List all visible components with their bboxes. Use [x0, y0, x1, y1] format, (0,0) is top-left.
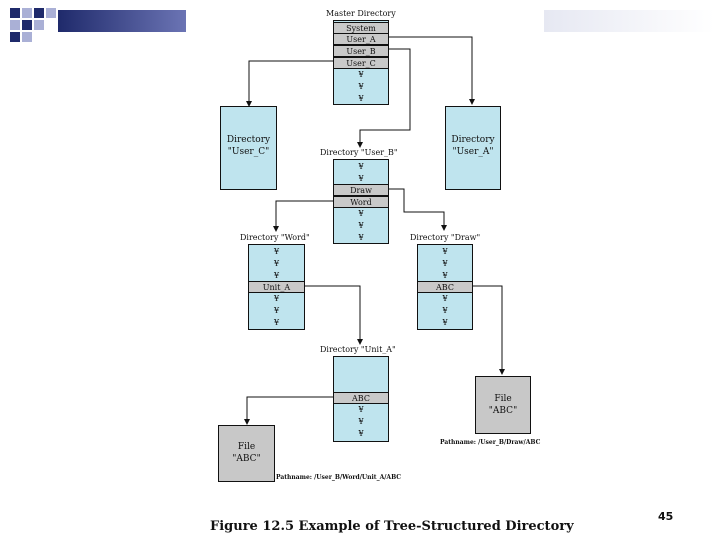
entry-unit-a: Unit_A: [249, 281, 304, 293]
deco-square: [46, 8, 56, 18]
ellipsis-mark: ¥: [273, 259, 280, 268]
arrow-user-b: [357, 48, 411, 148]
deco-square: [22, 8, 32, 18]
deco-square: [10, 8, 20, 18]
ellipsis-mark: ¥: [358, 70, 364, 79]
directory-user-b: ¥ ¥ Draw Word ¥ ¥ ¥: [333, 159, 389, 244]
ellipsis-mark: ¥: [442, 259, 448, 268]
entry-word: Word: [334, 196, 388, 208]
directory-unit-a: ABC ¥ ¥ ¥: [333, 356, 389, 442]
ellipsis-mark: ¥: [358, 405, 364, 414]
file-abc-unit-a: File "ABC": [218, 425, 275, 482]
ellipsis-mark: ¥: [442, 271, 448, 280]
entry-abc: ABC: [418, 281, 472, 293]
directory-label: Directory: [451, 135, 495, 145]
ellipsis-mark: ¥: [442, 294, 448, 303]
file-label: File: [237, 442, 256, 452]
ellipsis-mark: ¥: [358, 429, 364, 438]
ellipsis-mark: ¥: [358, 233, 364, 242]
entry-user-b: User_B: [334, 45, 388, 57]
deco-square: [34, 8, 44, 18]
ellipsis-mark: ¥: [358, 174, 364, 183]
directory-word-title: Directory "Word": [240, 233, 310, 242]
pathname-draw: Pathname: /User_B/Draw/ABC: [440, 439, 541, 446]
ellipsis-mark: ¥: [273, 306, 280, 315]
entry-user-c: User_C: [334, 57, 388, 69]
deco-square: [34, 20, 44, 30]
file-name: "ABC": [232, 454, 261, 464]
file-name: "ABC": [488, 406, 518, 416]
ellipsis-mark: ¥: [273, 294, 280, 303]
file-abc-draw: File "ABC": [475, 376, 531, 434]
deco-bar-left: [58, 10, 186, 32]
arrow-user-c: [246, 60, 334, 107]
directory-draw-title: Directory "Draw": [410, 233, 481, 242]
arrow-unit-a-abc: [244, 396, 333, 425]
master-directory: System User_A User_B User_C ¥ ¥ ¥: [333, 20, 389, 105]
ellipsis-mark: ¥: [358, 82, 364, 91]
ellipsis-mark: ¥: [358, 417, 364, 426]
directory-draw: ¥ ¥ ¥ ABC ¥ ¥ ¥: [417, 244, 473, 330]
ellipsis-mark: ¥: [273, 247, 280, 256]
ellipsis-mark: ¥: [442, 306, 448, 315]
directory-user-c: Directory "User_C": [220, 106, 277, 190]
arrow-user-a: [382, 36, 475, 105]
master-directory-title: Master Directory: [326, 9, 396, 18]
ellipsis-mark: ¥: [273, 271, 280, 280]
ellipsis-mark: ¥: [442, 247, 448, 256]
ellipsis-mark: ¥: [358, 221, 364, 230]
ellipsis-mark: ¥: [358, 209, 364, 218]
entry-draw: Draw: [334, 184, 388, 196]
deco-square: [22, 32, 32, 42]
ellipsis-mark: ¥: [358, 162, 364, 171]
entry-abc: ABC: [334, 392, 388, 404]
directory-user-a: Directory "User_A": [445, 106, 501, 190]
directory-name: "User_C": [227, 147, 270, 157]
deco-square: [10, 32, 20, 42]
ellipsis-mark: ¥: [273, 318, 280, 327]
ellipsis-mark: ¥: [358, 94, 364, 103]
directory-unit-a-title: Directory "Unit_A": [320, 345, 396, 354]
arrow-draw: [389, 188, 447, 231]
page-number: 45: [658, 510, 674, 523]
directory-label: Directory: [226, 135, 271, 145]
directory-word: ¥ ¥ ¥ Unit_A ¥ ¥ ¥: [248, 244, 305, 330]
arrow-word: [273, 200, 333, 232]
deco-bar-right: [544, 10, 714, 32]
file-label: File: [494, 394, 512, 404]
entry-user-a: User_A: [334, 33, 388, 45]
pathname-unit-a: Pathname: /User_B/Word/Unit_A/ABC: [276, 474, 402, 481]
figure-caption: Figure 12.5 Example of Tree-Structured D…: [210, 519, 574, 534]
arrow-draw-abc: [473, 285, 505, 375]
arrow-unit-a: [305, 285, 363, 345]
directory-user-b-title: Directory "User_B": [320, 148, 398, 157]
deco-square: [22, 20, 32, 30]
deco-square: [10, 20, 20, 30]
directory-name: "User_A": [452, 147, 494, 157]
ellipsis-mark: ¥: [442, 318, 448, 327]
